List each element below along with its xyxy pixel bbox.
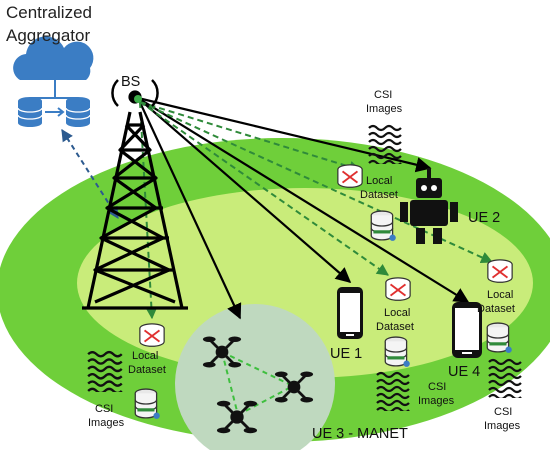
database-icon <box>486 322 512 354</box>
csi-label-line2: Images <box>484 420 521 432</box>
dataset-label-line2: Dataset <box>376 321 414 333</box>
aggregator-label-line2: Aggregator <box>6 26 90 45</box>
csi-label-line2: Images <box>88 417 125 429</box>
smartphone-icon <box>452 302 482 358</box>
csi-label-line1: CSI <box>95 403 113 415</box>
manet-circle <box>175 304 335 450</box>
dataset-label-line2: Dataset <box>360 189 398 201</box>
database-icon <box>370 210 396 242</box>
csi-label-line2: Images <box>418 395 455 407</box>
local-dataset-icon <box>384 276 412 302</box>
robot-icon <box>400 168 458 244</box>
ue2-label: UE 2 <box>468 210 500 226</box>
cloud-database-icon <box>13 36 94 127</box>
csi-label-line1: CSI <box>374 89 392 101</box>
aggregator-label-line1: Centralized <box>6 3 92 22</box>
csi-label-line1: CSI <box>428 381 446 393</box>
ue3-label: UE 3 - MANET <box>312 426 408 442</box>
manet-links <box>221 351 294 416</box>
database-icon <box>134 388 160 420</box>
dataset-label-line1: Local <box>487 289 513 301</box>
dataset-label-line1: Local <box>384 307 410 319</box>
local-dataset-icon <box>486 258 514 284</box>
smartphone-icon <box>337 287 363 339</box>
csi-label-line1: CSI <box>494 406 512 418</box>
cell-tower-icon <box>82 79 188 310</box>
csi-label-line2: Images <box>366 103 403 115</box>
ue1-label: UE 1 <box>330 346 362 362</box>
bs-node <box>134 95 142 103</box>
dataset-label-line1: Local <box>366 175 392 187</box>
database-icon <box>384 336 410 368</box>
local-dataset-icon <box>336 163 364 189</box>
local-dataset-icon <box>138 322 166 348</box>
bs-label: BS <box>121 74 140 90</box>
dataset-label-line2: Dataset <box>477 303 515 315</box>
ue4-label: UE 4 <box>448 364 480 380</box>
downlinks <box>137 96 470 320</box>
dataset-label-line1: Local <box>132 350 158 362</box>
dataset-label-line2: Dataset <box>128 364 166 376</box>
